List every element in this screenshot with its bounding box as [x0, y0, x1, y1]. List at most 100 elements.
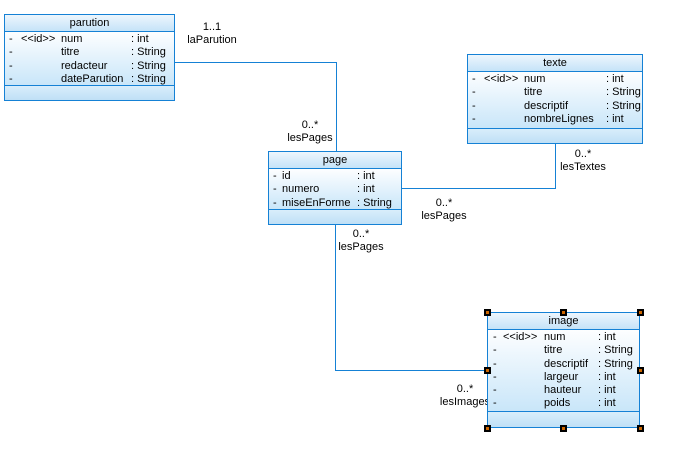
class-title: image [488, 313, 639, 329]
attribute-visibility: - [493, 331, 497, 343]
attribute-row: - titre : String [488, 344, 639, 357]
role-label: lesImages [439, 396, 491, 408]
selection-handle-sw[interactable] [484, 425, 491, 432]
attribute-visibility: - [493, 357, 497, 370]
attribute-row: - hauteur : int [488, 384, 639, 397]
selection-handle-se[interactable] [637, 425, 644, 432]
attribute-name: id [282, 170, 291, 182]
attribute-visibility: - [273, 183, 277, 196]
selection-handle-e[interactable] [637, 367, 644, 374]
multiplicity-label: 0..* [352, 228, 370, 240]
attribute-type: : int [606, 112, 624, 125]
attribute-type: : int [598, 331, 616, 343]
association-label-lestextes[interactable]: 0..* lesTextes [554, 148, 612, 174]
attribute-visibility: - [472, 86, 476, 99]
association-page-image-segment-v[interactable] [335, 225, 336, 371]
association-page-texte-segment-v[interactable] [555, 144, 556, 189]
attribute-type: : int [598, 384, 616, 397]
attribute-visibility: - [9, 59, 13, 72]
multiplicity-label: 0..* [574, 148, 592, 160]
attribute-visibility: - [9, 72, 13, 85]
attribute-stereotype [503, 371, 544, 384]
class-title: parution [5, 15, 174, 31]
attribute-name: redacteur [61, 59, 108, 72]
attribute-stereotype [484, 100, 524, 113]
association-label-lespages-page-image[interactable]: 0..* lesPages [332, 228, 390, 254]
attribute-name: nombreLignes [524, 112, 594, 125]
attribute-visibility: - [273, 196, 277, 209]
attribute-stereotype [21, 73, 61, 85]
association-label-lesimages[interactable]: 0..* lesImages [437, 383, 493, 409]
selection-handle-s[interactable] [560, 425, 567, 432]
attribute-name: num [61, 33, 83, 45]
attribute-name: poids [544, 397, 571, 410]
selection-handle-ne[interactable] [637, 309, 644, 316]
attribute-row: - descriptif : String [468, 100, 642, 113]
class-box-page[interactable]: page - id : int - numero : int - miseEnF… [268, 151, 402, 225]
attribute-row: - largeur : int [488, 371, 639, 384]
attribute-type: : int [357, 183, 375, 196]
attribute-type: : String [131, 46, 166, 59]
attribute-stereotype [503, 358, 544, 371]
class-title: texte [468, 55, 642, 71]
attribute-type: : String [606, 99, 641, 112]
association-label-laparution[interactable]: 1..1 laParution [184, 21, 240, 47]
association-label-lespages-parution-page[interactable]: 0..* lesPages [282, 119, 338, 145]
attribute-visibility: - [493, 384, 497, 397]
class-title: page [269, 152, 401, 168]
attribute-stereotype [21, 46, 61, 59]
attribute-visibility: - [9, 46, 13, 59]
operations-compartment [269, 209, 401, 224]
attribute-stereotype [21, 60, 61, 73]
attribute-row: - poids : int [488, 397, 639, 410]
attribute-visibility: - [472, 73, 476, 85]
attribute-stereotype [503, 344, 544, 357]
association-parution-page-segment-h[interactable] [175, 62, 336, 63]
attribute-row: - titre : String [468, 86, 642, 99]
attribute-stereotype [484, 86, 524, 99]
selection-handle-w[interactable] [484, 367, 491, 374]
attribute-stereotype: <<id>> [503, 331, 538, 343]
association-page-texte-segment-h[interactable] [402, 188, 555, 189]
role-label: lesPages [338, 241, 384, 253]
attribute-row: - descriptif : String [488, 358, 639, 371]
attribute-type: : String [598, 357, 633, 370]
selection-handle-n[interactable] [560, 309, 567, 316]
attribute-row: - miseEnForme : String [269, 197, 401, 209]
class-box-texte[interactable]: texte - <<id>> num : int - titre : Strin… [467, 54, 643, 144]
multiplicity-label: 0..* [435, 197, 453, 209]
association-label-lespages-page-texte[interactable]: 0..* lesPages [416, 197, 472, 223]
attribute-type: : int [606, 73, 624, 85]
attribute-visibility: - [493, 344, 497, 357]
attribute-row: - redacteur : String [5, 60, 174, 73]
attribute-type: : String [606, 86, 641, 99]
attribute-name: num [544, 331, 566, 343]
attribute-name: miseEnForme [282, 196, 351, 209]
attribute-compartment: - <<id>> num : int - titre : String - de… [468, 71, 642, 128]
role-label: lesPages [421, 210, 467, 222]
attribute-compartment: - id : int - numero : int - miseEnForme … [269, 168, 401, 209]
attribute-stereotype: <<id>> [484, 73, 519, 85]
attribute-row: - titre : String [5, 46, 174, 59]
attribute-type: : int [131, 33, 149, 45]
attribute-visibility: - [493, 397, 497, 410]
attribute-row: - nombreLignes : int [468, 113, 642, 126]
attribute-row: - <<id>> num : int [468, 73, 642, 86]
attribute-name: descriptif [524, 99, 569, 112]
operations-compartment [5, 85, 174, 100]
attribute-compartment: - <<id>> num : int - titre : String - de… [488, 329, 639, 411]
association-page-image-segment-h[interactable] [335, 370, 487, 371]
attribute-type: : String [131, 59, 166, 72]
attribute-type: : String [598, 344, 633, 357]
attribute-name: numero [282, 183, 320, 196]
association-parution-page-segment-v[interactable] [336, 62, 337, 151]
attribute-name: descriptif [544, 357, 589, 370]
attribute-type: : String [357, 196, 392, 209]
class-box-parution[interactable]: parution - <<id>> num : int - titre : St… [4, 14, 175, 101]
attribute-name: num [524, 73, 546, 85]
attribute-visibility: - [9, 33, 13, 45]
class-box-image[interactable]: image - <<id>> num : int - titre : Strin… [487, 312, 640, 428]
attribute-name: titre [544, 344, 563, 357]
selection-handle-nw[interactable] [484, 309, 491, 316]
attribute-stereotype [503, 384, 544, 397]
